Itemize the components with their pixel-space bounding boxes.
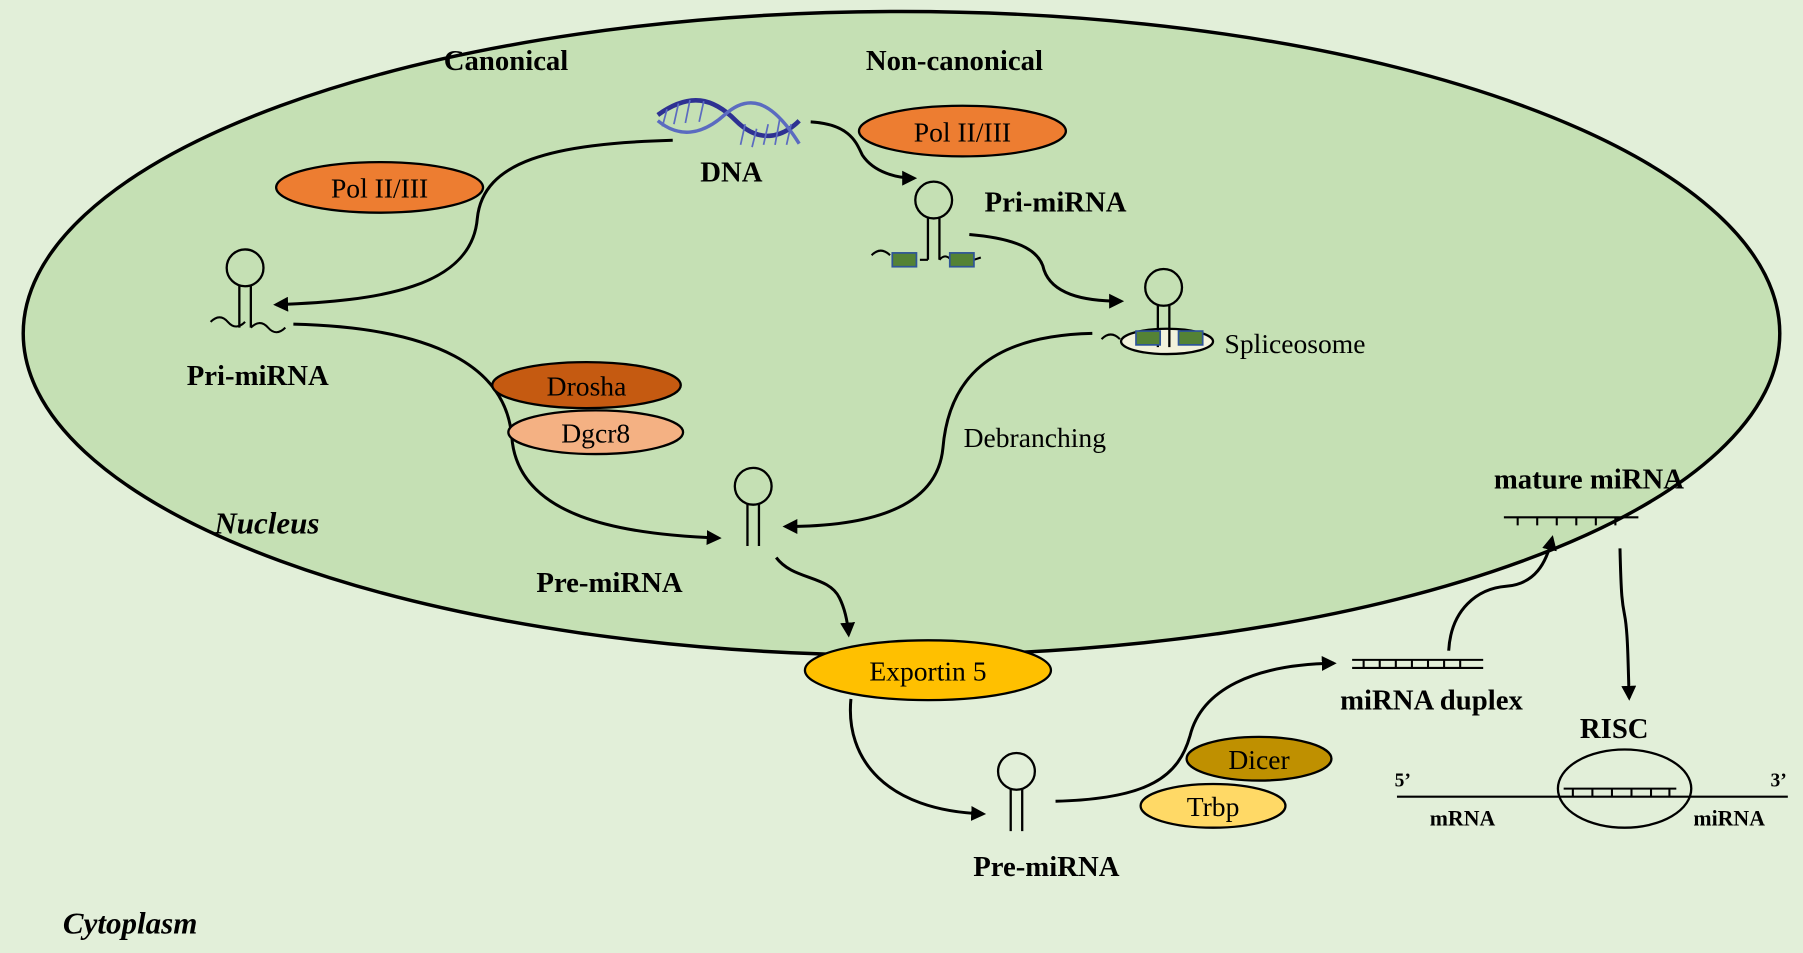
dna-label: DNA xyxy=(700,157,762,189)
svg-text:Pol II/III: Pol II/III xyxy=(914,116,1011,147)
pol-noncanonical: Pol II/III xyxy=(857,104,1068,158)
mature-mirna-label: mature miRNA xyxy=(1494,464,1684,496)
pri-mirna-hairpin-icon xyxy=(209,248,287,334)
arrow-dna-to-pri-mirna xyxy=(273,138,673,312)
dna-helix-icon xyxy=(656,98,801,148)
nucleus-membrane xyxy=(21,9,1782,657)
pri-mirna-noncanonical-label: Pri-miRNA xyxy=(985,187,1127,219)
mrna-label: mRNA xyxy=(1430,806,1496,830)
arrow-to-risc xyxy=(1618,548,1637,701)
svg-text:Trbp: Trbp xyxy=(1187,791,1240,822)
svg-text:Drosha: Drosha xyxy=(547,370,627,401)
svg-text:Dicer: Dicer xyxy=(1228,744,1289,775)
arrow-dna-to-pri-mirna-noncanonical xyxy=(810,120,918,186)
debranching-label: Debranching xyxy=(964,422,1107,453)
cytoplasm-label: Cytoplasm xyxy=(63,905,197,940)
dgcr8: Dgcr8 xyxy=(507,409,685,456)
trbp: Trbp xyxy=(1139,782,1287,829)
arrow-debranching xyxy=(782,331,1093,534)
drosha: Drosha xyxy=(491,360,682,410)
mature-mirna-icon xyxy=(1503,516,1639,526)
arrow-to-duplex xyxy=(1055,656,1337,803)
canonical-label: Canonical xyxy=(444,45,568,77)
spliceosome-label: Spliceosome xyxy=(1225,328,1366,359)
risc-label: RISC xyxy=(1580,713,1649,745)
mirna-duplex-icon xyxy=(1352,658,1484,669)
pri-mirna-exon-hairpin-icon xyxy=(870,180,982,268)
pol-canonical: Pol II/III xyxy=(274,160,485,214)
mirna-duplex-label: miRNA duplex xyxy=(1340,684,1523,716)
dicer: Dicer xyxy=(1185,735,1333,782)
nucleus-label: Nucleus xyxy=(213,505,319,540)
pre-mirna-cytoplasm-label: Pre-miRNA xyxy=(973,851,1119,883)
risc-complex-icon xyxy=(1396,748,1788,829)
mirna-label: miRNA xyxy=(1693,806,1765,830)
pre-mirna-nucleus-label: Pre-miRNA xyxy=(536,567,682,599)
arrow-to-exportin xyxy=(775,556,856,638)
svg-text:Dgcr8: Dgcr8 xyxy=(561,418,630,449)
non-canonical-label: Non-canonical xyxy=(866,45,1043,77)
spliceosome-icon xyxy=(1100,267,1215,356)
arrow-to-spliceosome xyxy=(969,233,1125,309)
five-prime-label: 5’ xyxy=(1395,770,1411,791)
arrow-to-cytoplasm-pre-mirna xyxy=(848,698,987,821)
svg-text:Pol II/III: Pol II/III xyxy=(331,173,428,204)
arrow-to-mature xyxy=(1447,535,1557,651)
pri-mirna-canonical-label: Pri-miRNA xyxy=(187,360,329,392)
svg-text:Exportin 5: Exportin 5 xyxy=(869,656,986,687)
exportin-5: Exportin 5 xyxy=(803,639,1053,702)
three-prime-label: 3’ xyxy=(1770,770,1786,791)
